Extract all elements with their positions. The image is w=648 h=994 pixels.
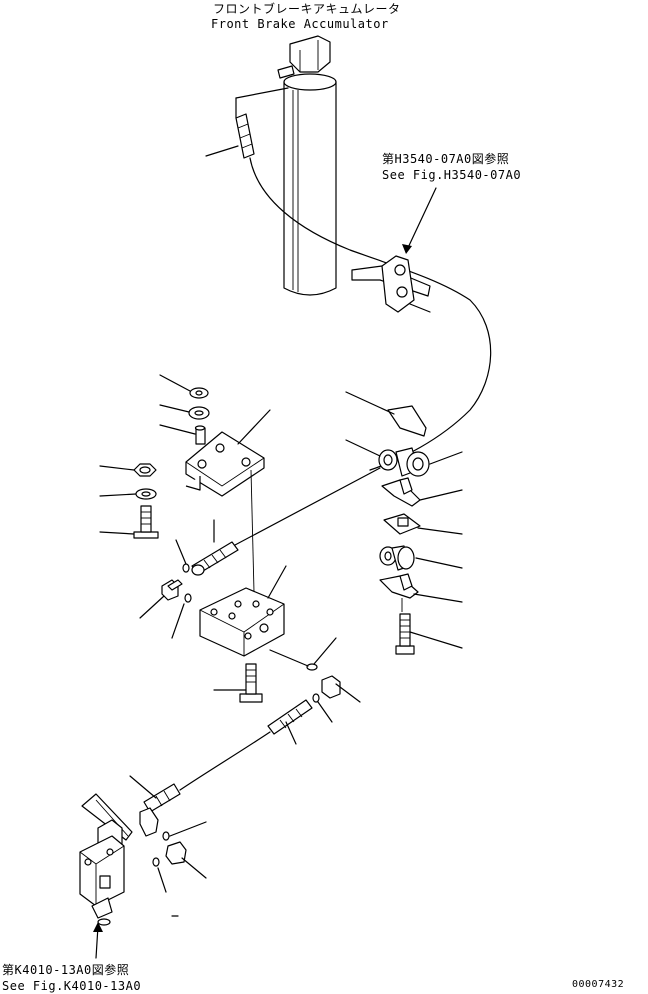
reference-lower-english: See Fig.K4010-13A0 <box>2 979 142 993</box>
right-fittings <box>269 637 361 723</box>
lower-hose <box>129 699 313 837</box>
reference-upper-japanese: 第H3540-07A0図参照 <box>382 152 510 166</box>
block-bolt <box>213 663 263 703</box>
upper-left-hardware <box>99 374 210 539</box>
title-english: Front Brake Accumulator <box>211 17 389 31</box>
title-japanese: フロントブレーキアキュムレータ <box>213 2 401 16</box>
brake-valve-fittings <box>152 821 207 917</box>
valve-block <box>199 565 287 657</box>
accumulator <box>277 35 337 296</box>
bracket-plate <box>185 409 271 593</box>
drawing-number: 00007432 <box>572 979 625 990</box>
reference-upper-english: See Fig.H3540-07A0 <box>382 168 522 182</box>
brake-valve <box>79 793 133 959</box>
upper-hose <box>205 87 492 471</box>
hose-clamp <box>351 187 437 313</box>
middle-hose <box>175 467 381 576</box>
reference-lower-japanese: 第K4010-13A0図参照 <box>2 963 130 977</box>
elbow-fittings <box>139 579 192 639</box>
right-side-parts <box>345 391 463 655</box>
